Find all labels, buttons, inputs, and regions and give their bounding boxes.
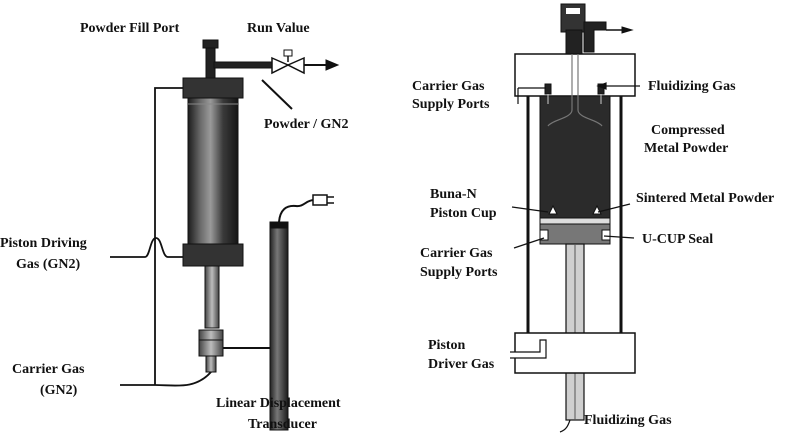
cylinder-top-flange: [182, 77, 244, 99]
label-run-value: Run Value: [247, 21, 310, 36]
label-buna-line1: Buna-N: [430, 187, 477, 202]
label-carrier-supply-bottom-line2: Supply Ports: [420, 265, 498, 280]
fill-port-cap: [202, 39, 219, 49]
label-piston-driver-line1: Piston: [428, 338, 466, 353]
top-outlet-arrow-icon: [621, 26, 634, 34]
label-piston-driving-gas-line1: Piston Driving: [0, 236, 87, 251]
right-apparatus: [510, 3, 636, 433]
top-block: [514, 53, 636, 97]
label-carrier-gas-line2: (GN2): [40, 383, 78, 398]
outlet-arrow-icon: [325, 59, 340, 71]
label-carrier-supply-top-line1: Carrier Gas: [412, 79, 485, 94]
piston-driver-inlet: [510, 339, 547, 359]
label-powder-fill-port: Powder Fill Port: [80, 21, 180, 36]
valve-pipe: [213, 61, 275, 69]
ldt-cable: [278, 199, 315, 223]
piston-gas-line: [110, 237, 183, 258]
label-ldt-line2: Transducer: [248, 417, 317, 432]
label-piston-driving-gas-line2: Gas (GN2): [16, 257, 81, 272]
run-valve-icon: [271, 49, 305, 75]
compressed-powder: [539, 95, 611, 223]
powder-pointer: [261, 79, 293, 110]
label-sintered: Sintered Metal Powder: [636, 191, 775, 206]
label-ucup: U-CUP Seal: [642, 232, 714, 247]
label-carrier-supply-top-line2: Supply Ports: [412, 97, 490, 112]
plug-icon: [312, 194, 334, 206]
carrier-gas-line: [120, 371, 212, 387]
cylinder-body: [187, 97, 239, 245]
label-fluidizing-gas-bottom: Fluidizing Gas: [584, 413, 672, 428]
label-powder-gn2: Powder / GN2: [264, 117, 349, 132]
piston-rod: [204, 265, 220, 329]
piston-head: [539, 221, 611, 245]
cylinder-bottom-flange: [182, 243, 244, 267]
label-carrier-gas-line1: Carrier Gas: [12, 362, 85, 377]
label-compressed-line1: Compressed: [651, 123, 725, 138]
label-piston-driver-line2: Driver Gas: [428, 357, 495, 372]
carrier-gas-loop: [154, 87, 183, 385]
top-elbow: [583, 21, 607, 53]
label-buna-line2: Piston Cup: [430, 206, 497, 221]
label-ldt-line1: Linear Displacement: [216, 396, 341, 411]
label-compressed-line2: Metal Powder: [644, 141, 729, 156]
right-pointers: [511, 82, 640, 249]
label-carrier-supply-bottom-line1: Carrier Gas: [420, 246, 493, 261]
rod-coupling: [198, 329, 224, 357]
label-fluidizing-gas-top: Fluidizing Gas: [648, 79, 736, 94]
left-apparatus: [110, 39, 340, 431]
